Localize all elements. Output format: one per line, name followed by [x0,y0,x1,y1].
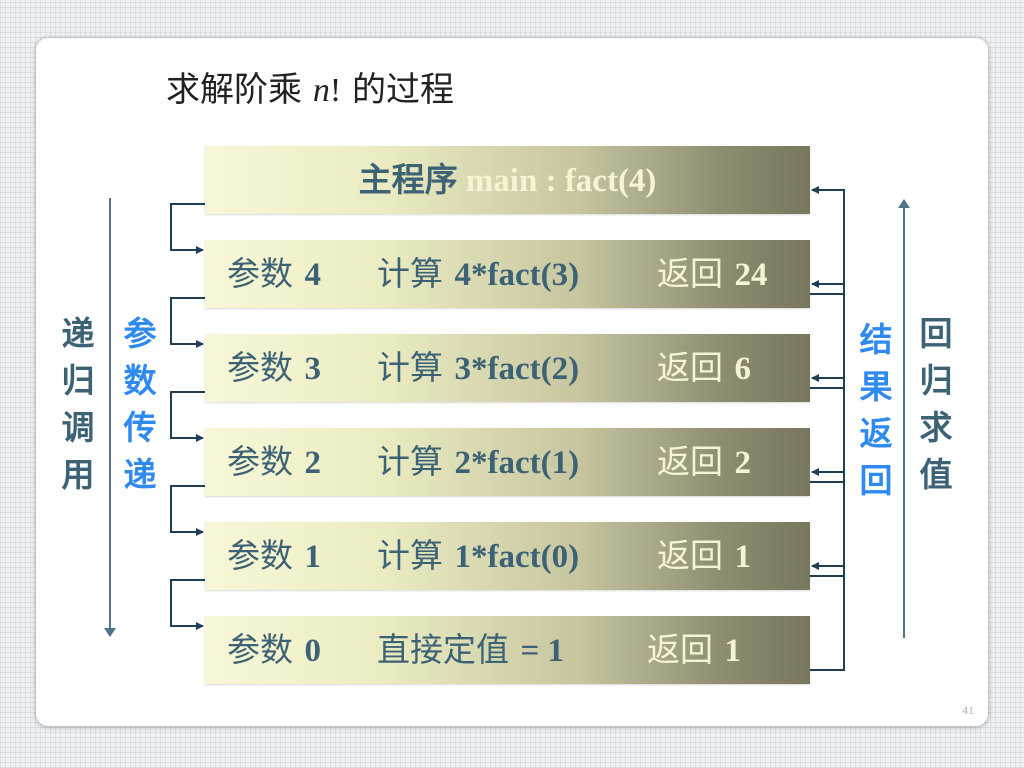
param-value: 4 [304,257,322,293]
label-regression-value: 回归求值 [919,314,953,494]
title-variable: n [312,72,330,109]
compute-expression: = 1 [520,633,565,669]
compute-label: 直接定值 [377,630,509,669]
recursion-row-param-1: 参数 1 计算 1*fact(0) 返回 1 [205,522,810,590]
compute-label: 计算 [377,536,443,575]
compute-label: 计算 [377,254,443,293]
main-program-box: 主程序 main : fact(4) [205,146,810,214]
param-label: 参数 [227,348,293,387]
call-connector-arrow [170,485,205,536]
param-value: 2 [304,445,322,481]
return-connector-arrow [810,468,845,577]
return-value: 1 [734,539,752,575]
recursion-row-param-4: 参数 4 计算 4*fact(3) 返回 24 [205,240,810,308]
return-label: 返回 [657,348,723,387]
compute-expression: 2*fact(1) [454,445,580,481]
return-value: 1 [724,633,742,669]
page-number: 41 [962,703,974,717]
compute-label: 计算 [377,442,443,481]
return-connector-arrow [810,186,845,295]
param-label: 参数 [227,536,293,575]
connector-arrows [104,186,910,671]
compute-expression: 1*fact(0) [454,539,580,575]
slide: 求解阶乘 n! 的过程 主程序 main : fact(4) 参数 4 计算 4… [36,38,988,726]
recursion-row-param-3: 参数 3 计算 3*fact(2) 返回 6 [205,334,810,402]
compute-label: 计算 [377,348,443,387]
param-value: 1 [304,539,322,575]
call-connector-arrow [170,391,205,442]
param-label: 参数 [227,442,293,481]
return-label: 返回 [657,536,723,575]
param-label: 参数 [227,254,293,293]
return-value: 24 [734,257,768,293]
return-label: 返回 [647,630,713,669]
return-value: 6 [734,351,752,387]
call-connector-arrow [170,579,205,630]
compute-expression: 3*fact(2) [454,351,580,387]
main-program-call: main : fact(4) [457,163,657,199]
param-label: 参数 [227,630,293,669]
recursion-row-param-0: 参数 0 直接定值 = 1 返回 1 [205,616,810,684]
return-connector-arrow [810,374,845,483]
slide-title: 求解阶乘 n! 的过程 [166,70,454,110]
param-value: 0 [304,633,322,669]
label-parameter-passing: 参数传递 [123,314,157,494]
main-program-label: 主程序 [358,160,458,199]
compute-expression: 4*fact(3) [454,257,580,293]
recursion-row-param-2: 参数 2 计算 2*fact(1) 返回 2 [205,428,810,496]
label-recursive-call: 递归调用 [61,314,95,494]
param-value: 3 [304,351,322,387]
label-result-return: 结果返回 [859,320,893,500]
return-label: 返回 [657,442,723,481]
call-connector-arrow [170,203,205,254]
return-label: 返回 [657,254,723,293]
return-connector-arrow [810,280,845,389]
return-value: 2 [734,445,752,481]
return-connector-arrow [810,562,845,671]
call-connector-arrow [170,297,205,348]
